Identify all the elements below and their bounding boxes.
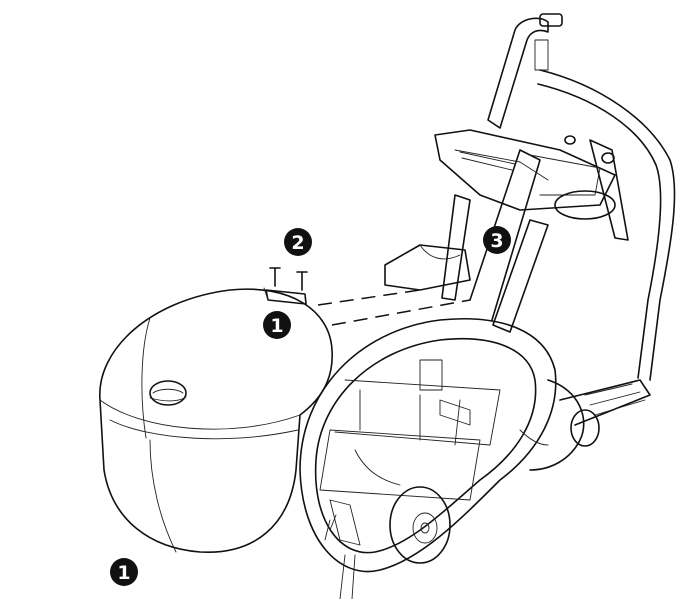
alignment-lines	[317, 289, 471, 326]
callout-console-label: 3	[490, 230, 503, 252]
callout-shroud-top: 1	[263, 311, 291, 339]
callout-hardware: 2	[284, 228, 312, 256]
machine-frame	[299, 318, 651, 599]
callout-shroud-top-label: 1	[270, 315, 283, 337]
console-upright	[384, 13, 676, 381]
callout-shroud-bottom: 1	[110, 558, 138, 586]
side-shroud	[99, 288, 333, 553]
callout-shroud-bottom-label: 1	[117, 562, 130, 584]
callout-hardware-label: 2	[291, 232, 304, 254]
mounting-bracket	[263, 267, 308, 305]
callout-console: 3	[483, 226, 511, 254]
